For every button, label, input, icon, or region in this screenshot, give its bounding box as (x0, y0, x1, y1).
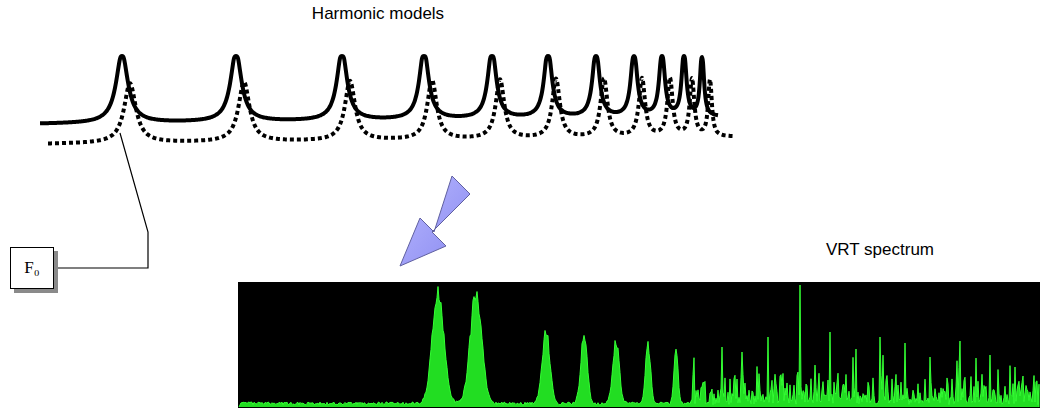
caption-label: Harmonic models (312, 4, 444, 24)
symbol-label: F₀ (24, 258, 39, 278)
spectrum-panel (238, 282, 1040, 408)
solid-harmonic-model (40, 56, 718, 123)
harmonic-curves (40, 56, 735, 143)
spectrum-trace (239, 285, 1039, 407)
dotted-harmonic-model (48, 77, 735, 143)
leader-line (56, 133, 148, 268)
label-box: F₀ (10, 247, 54, 289)
down-arrow (400, 176, 470, 266)
caption-label: VRT spectrum (826, 240, 934, 260)
spectrum-peaks (239, 285, 1039, 407)
